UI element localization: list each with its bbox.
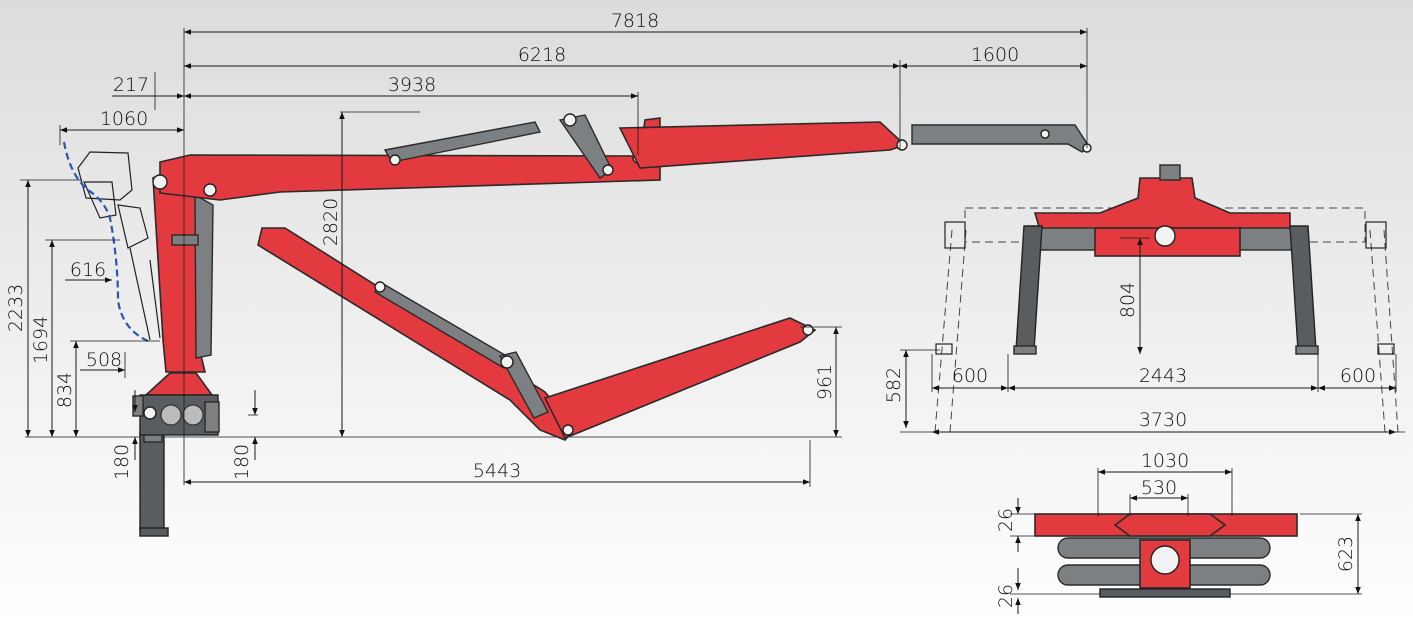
extended-leg-left-a: [934, 229, 953, 433]
folded-main-boom: [257, 227, 577, 441]
operator-seat: [62, 141, 161, 344]
dim-depth: 623: [1335, 536, 1357, 572]
column-step: [171, 234, 199, 246]
leg-foot: [139, 527, 169, 537]
seat-back: [77, 151, 133, 201]
top-view: 1030 530 26 26 623: [995, 450, 1362, 614]
dim-left-extension: 600: [952, 365, 988, 387]
folded-link: [498, 351, 549, 419]
outer-boom-tip-pin: [896, 139, 908, 151]
dim-overall-reach: 7818: [611, 10, 659, 32]
dim-leg-height: 804: [1117, 282, 1139, 318]
top-slew-pin: [1150, 545, 1180, 575]
boom-pin-rear: [203, 183, 217, 197]
dim-ground-clearance-right: 180: [231, 444, 253, 480]
main-boom: [152, 113, 661, 201]
dim-boom-reach: 6218: [518, 44, 566, 66]
folded-tip-pin: [802, 324, 814, 336]
extension-body: [911, 124, 1092, 153]
slew-cylinder: [194, 193, 214, 359]
seat-post: [129, 247, 151, 341]
folded-boom: [257, 227, 817, 441]
front-leg-left: [1015, 225, 1043, 351]
front-column-stub: [1159, 164, 1181, 181]
dim-tip-height: 961: [814, 364, 836, 400]
dim-ground-clearance-left: 180: [111, 444, 133, 480]
dim-right-extension: 600: [1340, 365, 1376, 387]
front-foot-left: [1013, 345, 1037, 355]
base-pin: [143, 406, 157, 420]
folded-knuckle-pin: [562, 424, 574, 436]
top-center-plate: [1113, 513, 1227, 537]
boom-link-pin-lower: [602, 164, 614, 176]
slew-gear-2: [182, 404, 204, 426]
dim-seat-offset: 1060: [100, 108, 148, 130]
top-base-plate: [1099, 588, 1231, 598]
dim-lower-height: 834: [54, 372, 76, 408]
extended-foot-right: [1377, 343, 1395, 355]
outer-boom: [618, 121, 908, 169]
outrigger-leg: [139, 427, 169, 537]
seat-clearance-outline: [62, 141, 151, 344]
dim-overall-height: 2233: [5, 284, 27, 332]
dim-total-width: 3730: [1139, 409, 1187, 431]
base-unit: [132, 372, 220, 436]
side-view-dimensions: 7818 6218 1600 3938 217 1060 616 508 223…: [5, 10, 1088, 487]
dim-foot-height: 582: [883, 367, 905, 403]
extended-foot-left: [935, 343, 953, 355]
folded-link-pin: [500, 355, 514, 369]
dim-seat-height: 1694: [30, 316, 52, 364]
seat-arm: [83, 181, 117, 219]
seat-lever: [117, 204, 149, 249]
dim-extension: 1600: [971, 44, 1019, 66]
dim-width-outer: 1030: [1141, 450, 1189, 472]
extended-cyl-right: [1365, 221, 1387, 249]
boom-link-pin: [563, 113, 577, 127]
column-pivot-pin: [152, 174, 168, 190]
dim-thickness-bottom: 26: [995, 584, 1017, 608]
dim-leg-spread: 2443: [1139, 365, 1187, 387]
dim-base-offset: 508: [86, 349, 122, 371]
extended-cyl-left: [944, 221, 966, 249]
boom-extension: [911, 124, 1092, 153]
base-housing: [143, 372, 214, 396]
extended-leg-left-b: [949, 229, 967, 433]
boom-cylinder-pin: [389, 154, 401, 166]
extended-leg-right-b: [1383, 229, 1399, 433]
seat-rail: [149, 259, 161, 339]
front-foot-right: [1295, 345, 1319, 355]
slew-gear-1: [160, 404, 182, 426]
dim-folded-length: 5443: [473, 460, 521, 482]
dim-main-boom: 3938: [388, 74, 436, 96]
outer-boom-body: [618, 121, 907, 169]
leg-post: [139, 431, 165, 531]
front-body-top: [1033, 177, 1291, 231]
folded-cylinder-pin: [374, 281, 386, 293]
dim-seat-step: 616: [70, 259, 106, 281]
front-view: 804 2443 600 600 3730 582: [883, 164, 1405, 435]
folded-outer-boom: [543, 317, 817, 440]
extended-leg-right-a: [1369, 229, 1386, 433]
side-view: [25, 113, 1092, 537]
crane-column: [152, 158, 214, 373]
base-bracket-right: [204, 401, 220, 433]
dim-column-offset: 217: [113, 74, 149, 96]
dim-width-inner: 530: [1141, 477, 1177, 499]
extension-pin: [1040, 129, 1050, 139]
front-slew-pin: [1154, 225, 1176, 247]
dim-thickness-top: 26: [995, 508, 1017, 532]
dim-boom-pivot-height: 2820: [320, 198, 342, 246]
front-leg-right: [1289, 225, 1317, 351]
